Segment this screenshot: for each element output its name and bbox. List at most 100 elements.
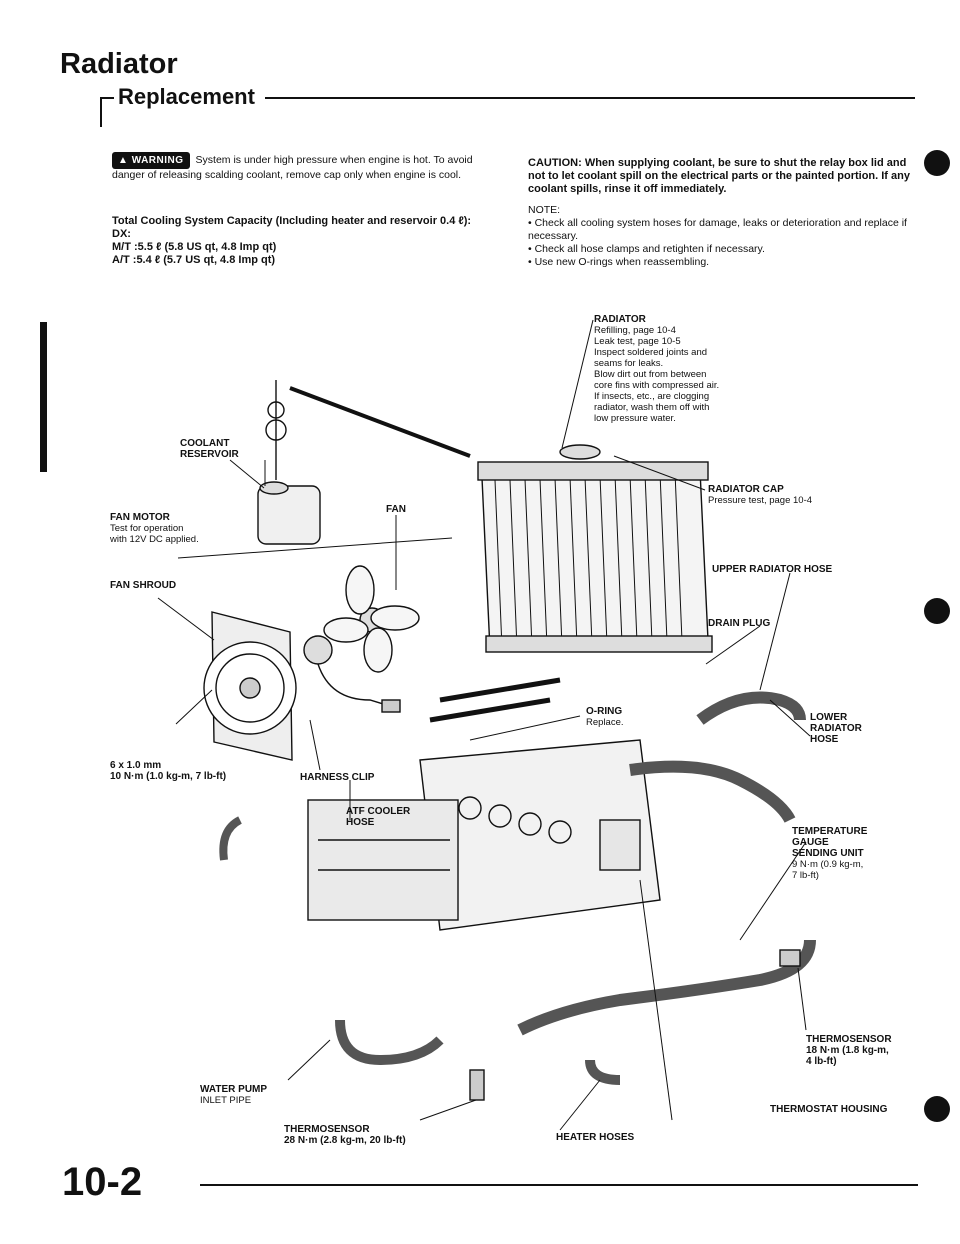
callout-line: core fins with compressed air. [594, 380, 720, 391]
callout-line: Pressure test, page 10-4 [708, 495, 813, 506]
section-rule [265, 97, 915, 99]
engine-block-illustration [307, 739, 661, 931]
callout-head: RADIATOR CAP [708, 484, 784, 495]
capacity-model: DX: [112, 228, 131, 240]
tab-dot [924, 1096, 950, 1122]
callout-line: 7 lb-ft) [792, 870, 819, 881]
callout-head: WATER PUMP [200, 1084, 268, 1095]
radiator-illustration [477, 461, 713, 653]
callout-fan-motor: FAN MOTOR Test for operation with 12V DC… [110, 512, 199, 545]
radiator-cap-illustration [559, 444, 601, 460]
capacity-block: Total Cooling System Capacity (Including… [112, 215, 502, 267]
callout-line: 9 N·m (0.9 kg-m, [792, 859, 864, 870]
callout-head: FAN SHROUD [110, 580, 177, 591]
callout-o-ring: O-RING Replace. [586, 706, 624, 728]
thermosensor-illustration [779, 949, 801, 967]
callout-fan: FAN [386, 504, 406, 515]
callout-head: HARNESS CLIP [300, 772, 375, 783]
callout-line: 18 N·m (1.8 kg-m, [806, 1045, 889, 1056]
callout-line: Inspect soldered joints and [594, 347, 708, 358]
callout-head: HOSE [346, 817, 375, 828]
lower-hose-illustration [696, 691, 806, 725]
callout-head: THERMOSENSOR [284, 1124, 370, 1135]
callout-line: 28 N·m (2.8 kg-m, 20 lb-ft) [284, 1135, 406, 1146]
warning-text: System is under high pressure when engin… [112, 154, 473, 181]
callout-head: LOWER [810, 712, 848, 723]
callout-head: SENDING UNIT [792, 848, 864, 859]
callout-head: 10 N·m (1.0 kg-m, 7 lb-ft) [110, 771, 227, 782]
warning-badge: ▲ WARNING [112, 152, 190, 169]
callout-thermosensor-bottom: THERMOSENSOR 28 N·m (2.8 kg-m, 20 lb-ft) [284, 1124, 406, 1146]
callout-line: radiator, wash them off with [594, 402, 710, 413]
fan-motor-illustration [303, 635, 333, 665]
callout-head: FAN [386, 504, 406, 515]
callout-line: Replace. [586, 717, 624, 728]
callout-atf-hose: ATF COOLER HOSE [346, 806, 410, 828]
callout-head: THERMOSENSOR [806, 1034, 892, 1045]
callout-head: DRAIN PLUG [708, 618, 771, 629]
caution-block: CAUTION: When supplying coolant, be sure… [528, 157, 910, 195]
callout-head: THERMOSTAT HOUSING [770, 1104, 888, 1115]
callout-head: HEATER HOSES [556, 1132, 635, 1143]
note-label: NOTE: [528, 204, 561, 216]
footer-rule [200, 1184, 918, 1186]
callout-line: Leak test, page 10-5 [594, 336, 681, 347]
note-item: Use new O-rings when reassembling. [528, 256, 918, 269]
callout-line: low pressure water. [594, 413, 676, 424]
callout-line: 4 lb-ft) [806, 1056, 837, 1067]
callout-upper-hose: UPPER RADIATOR HOSE [712, 564, 832, 575]
callout-line: Test for operation [110, 523, 184, 534]
note-block: NOTE: Check all cooling system hoses for… [528, 204, 918, 269]
callout-head: O-RING [586, 706, 623, 717]
reservoir-illustration [257, 380, 321, 545]
edge-marker [40, 322, 47, 472]
callout-radiator: RADIATOR Refilling, page 10-4 Leak test,… [594, 314, 794, 424]
callout-bolt: 6 x 1.0 mm 10 N·m (1.0 kg-m, 7 lb-ft) [110, 760, 226, 782]
tab-dot [924, 150, 950, 176]
callout-harness-clip: HARNESS CLIP [300, 772, 374, 783]
callout-head: GAUGE [792, 837, 829, 848]
callout-head: UPPER RADIATOR HOSE [712, 564, 833, 575]
callout-line: If insects, etc., are clogging [594, 391, 710, 402]
callout-coolant-reservoir: COOLANT RESERVOIR [180, 438, 239, 460]
fan-shroud-illustration [203, 611, 297, 761]
callout-water-pump: WATER PUMP INLET PIPE [200, 1084, 267, 1106]
callout-head: RADIATOR [594, 314, 646, 325]
thermostat-housing-illustration [599, 819, 641, 871]
tab-dot [924, 598, 950, 624]
callout-head: RESERVOIR [180, 449, 239, 460]
fan-illustration [323, 565, 420, 673]
page-number: 10-2 [62, 1160, 143, 1204]
upper-hose-illustration [629, 760, 796, 823]
callout-line: Refilling, page 10-4 [594, 325, 676, 336]
note-item: Check all hose clamps and retighten if n… [528, 243, 918, 256]
water-pump-pipe-illustration [335, 1019, 444, 1066]
section-title: Replacement [118, 84, 255, 109]
callout-temp-gauge: TEMPERATURE GAUGE SENDING UNIT 9 N·m (0.… [792, 826, 867, 881]
capacity-at: A/T :5.4 ℓ (5.7 US qt, 4.8 Imp qt) [112, 254, 276, 266]
note-item: Check all cooling system hoses for damag… [528, 217, 918, 243]
page-title: Radiator [60, 48, 178, 80]
callout-head: HOSE [810, 734, 839, 745]
callout-line: seams for leaks. [594, 358, 664, 369]
callout-head: FAN MOTOR [110, 512, 170, 523]
callout-line: INLET PIPE [200, 1095, 252, 1106]
section-bracket-tick [100, 97, 114, 99]
callout-head: TEMPERATURE [792, 826, 868, 837]
callout-heater-hoses: HEATER HOSES [556, 1132, 634, 1143]
thermosensor-illustration [469, 1069, 485, 1101]
section-bracket [100, 97, 102, 127]
callout-head: RADIATOR [810, 723, 862, 734]
callout-head: COOLANT [180, 438, 230, 449]
heater-hose-illustration [517, 939, 816, 1036]
callout-fan-shroud: FAN SHROUD [110, 580, 176, 591]
callout-line: Blow dirt out from between [594, 369, 707, 380]
callout-head: ATF COOLER [346, 806, 411, 817]
callout-radiator-cap: RADIATOR CAP Pressure test, page 10-4 [708, 484, 812, 506]
capacity-title: Total Cooling System Capacity (Including… [112, 215, 472, 227]
callout-drain-plug: DRAIN PLUG [708, 618, 770, 629]
callout-thermostat-housing: THERMOSTAT HOUSING [770, 1104, 887, 1115]
capacity-mt: M/T :5.5 ℓ (5.8 US qt, 4.8 Imp qt) [112, 241, 277, 253]
